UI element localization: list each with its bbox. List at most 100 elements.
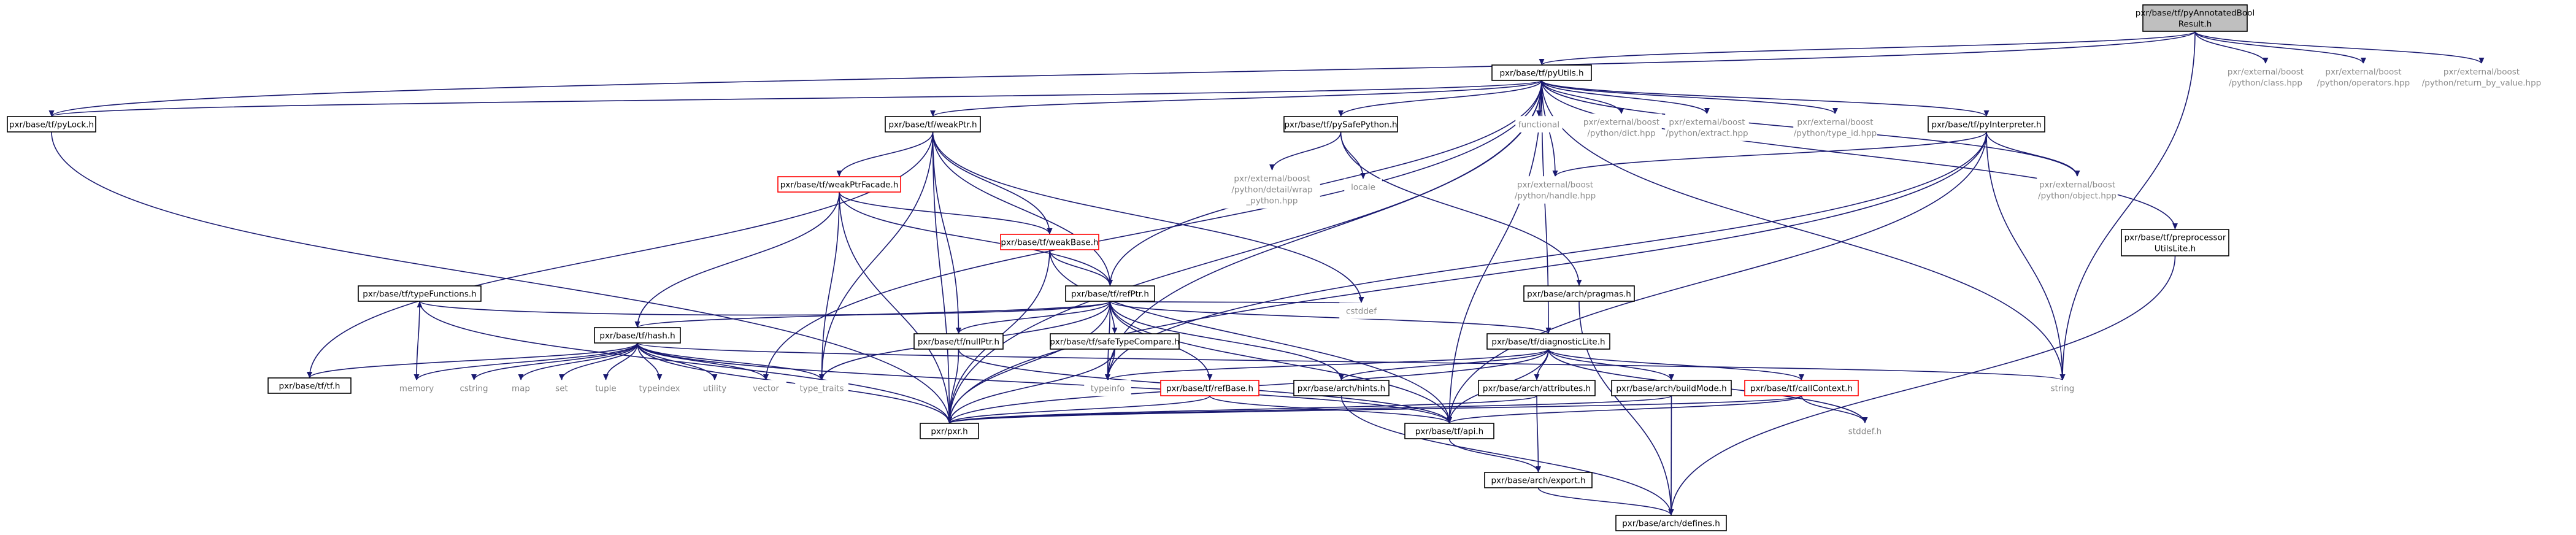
node-weakBase[interactable]: pxr/base/tf/weakBase.h	[1000, 234, 1099, 250]
node-box	[1293, 380, 1390, 396]
edge-pyInterpreter-to-typeinfo	[1105, 131, 1987, 381]
node-bpObject[interactable]: pxr/external/boost/python/object.hpp	[2037, 176, 2118, 204]
node-hash[interactable]: pxr/base/tf/hash.h	[594, 327, 681, 344]
node-label: pxr/base/tf/weakPtrFacade.h	[780, 180, 899, 190]
edge-typeFunctions-to-memory	[413, 301, 420, 381]
edge-diagnosticLite-to-callContext	[1548, 348, 1804, 381]
node-apiH[interactable]: pxr/base/tf/api.h	[1404, 423, 1494, 439]
node-box	[1050, 333, 1180, 350]
node-typeTraits[interactable]: type_traits	[795, 380, 848, 396]
node-bpTypeId[interactable]: pxr/external/boost/python/type_id.hpp	[1793, 114, 1877, 141]
node-pyInterpreter[interactable]: pxr/base/tf/pyInterpreter.h	[1928, 116, 2045, 133]
node-box	[594, 327, 681, 344]
node-refPtr[interactable]: pxr/base/tf/refPtr.h	[1065, 285, 1155, 302]
edge-weakPtr-to-nullPtr	[932, 131, 961, 334]
node-label: pxr/external/boost	[2228, 67, 2304, 77]
node-set[interactable]: set	[547, 380, 576, 396]
node-weakPtr[interactable]: pxr/base/tf/weakPtr.h	[885, 116, 981, 133]
node-stddef[interactable]: stddef.h	[1843, 423, 1887, 439]
node-label: /python/dict.hpp	[1587, 129, 1655, 139]
node-label: string	[2051, 384, 2075, 394]
node-label: pxr/external/boost	[1797, 118, 1873, 128]
node-weakPtrFacade[interactable]: pxr/base/tf/weakPtrFacade.h	[777, 176, 901, 193]
node-typeinfo[interactable]: typeinfo	[1084, 380, 1131, 396]
node-bpClass[interactable]: pxr/external/boost/python/class.hpp	[2225, 63, 2306, 91]
node-box	[1793, 114, 1877, 141]
edge-weakPtr-to-pxrH	[932, 131, 952, 424]
node-bpExtract[interactable]: pxr/external/boost/python/extract.hpp	[1665, 114, 1749, 141]
node-box	[2043, 380, 2082, 396]
edge-root-to-string	[2059, 31, 2196, 381]
node-bpDict[interactable]: pxr/external/boost/python/dict.hpp	[1581, 114, 1662, 141]
node-bpOperators[interactable]: pxr/external/boost/python/operators.hpp	[2315, 63, 2412, 91]
node-string[interactable]: string	[2043, 380, 2082, 396]
edge-hash-to-set	[559, 342, 638, 381]
node-tuple[interactable]: tuple	[588, 380, 623, 396]
node-map[interactable]: map	[505, 380, 537, 396]
edge-pyUtils-to-bpDict	[1541, 80, 1624, 115]
node-pxrH[interactable]: pxr/pxr.h	[920, 423, 979, 439]
edge-hash-to-tuple	[603, 342, 638, 381]
node-buildMode[interactable]: pxr/base/arch/buildMode.h	[1611, 380, 1732, 396]
node-cstddef[interactable]: cstddef	[1339, 302, 1383, 319]
node-memory[interactable]: memory	[394, 380, 439, 396]
node-safeTypeCompare[interactable]: pxr/base/tf/safeTypeCompare.h	[1050, 333, 1180, 350]
node-pySafePython[interactable]: pxr/base/tf/pySafePython.h	[1283, 116, 1398, 133]
node-nullPtr[interactable]: pxr/base/tf/nullPtr.h	[913, 333, 1004, 350]
node-pragmas[interactable]: pxr/base/arch/pragmas.h	[1523, 285, 1635, 302]
node-callContext[interactable]: pxr/base/tf/callContext.h	[1744, 380, 1859, 396]
node-typeindex[interactable]: typeindex	[634, 380, 685, 396]
node-box	[505, 380, 537, 396]
node-bpReturn[interactable]: pxr/external/boost/python/return_by_valu…	[2422, 63, 2542, 91]
node-label: pxr/base/tf/hash.h	[599, 331, 675, 341]
node-label: pxr/base/tf/preprocessor	[2124, 233, 2226, 243]
node-locale[interactable]: locale	[1344, 179, 1382, 195]
node-box	[920, 423, 979, 439]
edge-pyUtils-to-string	[1541, 80, 2066, 381]
node-diagnosticLite[interactable]: pxr/base/tf/diagnosticLite.h	[1486, 333, 1610, 350]
node-box	[2142, 4, 2248, 32]
node-refBase[interactable]: pxr/base/tf/refBase.h	[1160, 380, 1259, 396]
edge-pyUtils-to-weakPtr	[930, 80, 1542, 117]
edge-preprocessor-to-defines	[1668, 255, 2176, 516]
edge-pyInterpreter-to-bpObject	[1986, 131, 2080, 177]
edge-hints-to-defines	[1340, 395, 1674, 516]
node-box	[2225, 63, 2306, 91]
edge-refPtr-to-hash	[634, 301, 1111, 328]
node-functional[interactable]: functional	[1515, 116, 1563, 133]
node-label: type_traits	[799, 384, 844, 394]
edge-pyUtils-to-pyLock	[49, 80, 1542, 117]
edge-diagnosticLite-to-buildMode	[1548, 348, 1674, 381]
node-pyUtils[interactable]: pxr/base/tf/pyUtils.h	[1491, 64, 1592, 81]
node-hints[interactable]: pxr/base/arch/hints.h	[1293, 380, 1390, 396]
node-box	[1843, 423, 1887, 439]
node-label: pxr/external/boost	[1669, 118, 1745, 128]
node-utility[interactable]: utility	[693, 380, 737, 396]
edge-pyInterpreter-to-bpHandle	[1552, 131, 1987, 177]
node-label: pxr/external/boost	[1234, 174, 1310, 184]
edge-root-to-bpClass	[2194, 31, 2269, 64]
node-typeFunctions[interactable]: pxr/base/tf/typeFunctions.h	[358, 285, 482, 302]
edge-diagnosticLite-to-hints	[1339, 348, 1549, 381]
node-box	[7, 116, 96, 133]
node-cstring[interactable]: cstring	[453, 380, 494, 396]
node-tfH[interactable]: pxr/base/tf/tf.h	[267, 377, 352, 394]
edge-callContext-to-pxrH	[947, 395, 1802, 424]
node-attributes[interactable]: pxr/base/arch/attributes.h	[1478, 380, 1596, 396]
edge-weakPtr-to-weakPtrFacade	[836, 131, 934, 177]
edge-weakPtr-to-refPtr	[932, 131, 1113, 287]
node-box	[1515, 176, 1596, 204]
node-bpHandle[interactable]: pxr/external/boost/python/handle.hpp	[1515, 176, 1596, 204]
node-defines[interactable]: pxr/base/arch/defines.h	[1615, 515, 1727, 531]
edge-pyUtils-to-pyInterpreter	[1541, 80, 1990, 117]
node-label: pxr/external/boost	[1583, 118, 1659, 128]
node-box	[453, 380, 494, 396]
node-exportH[interactable]: pxr/base/arch/export.h	[1484, 472, 1593, 488]
node-box	[1665, 114, 1749, 141]
node-bpWrap[interactable]: pxr/external/boost/python/detail/wrap_py…	[1224, 170, 1320, 209]
node-vector[interactable]: vector	[745, 380, 786, 396]
node-pyLock[interactable]: pxr/base/tf/pyLock.h	[7, 116, 96, 133]
edge-hash-to-tfH	[307, 342, 638, 379]
